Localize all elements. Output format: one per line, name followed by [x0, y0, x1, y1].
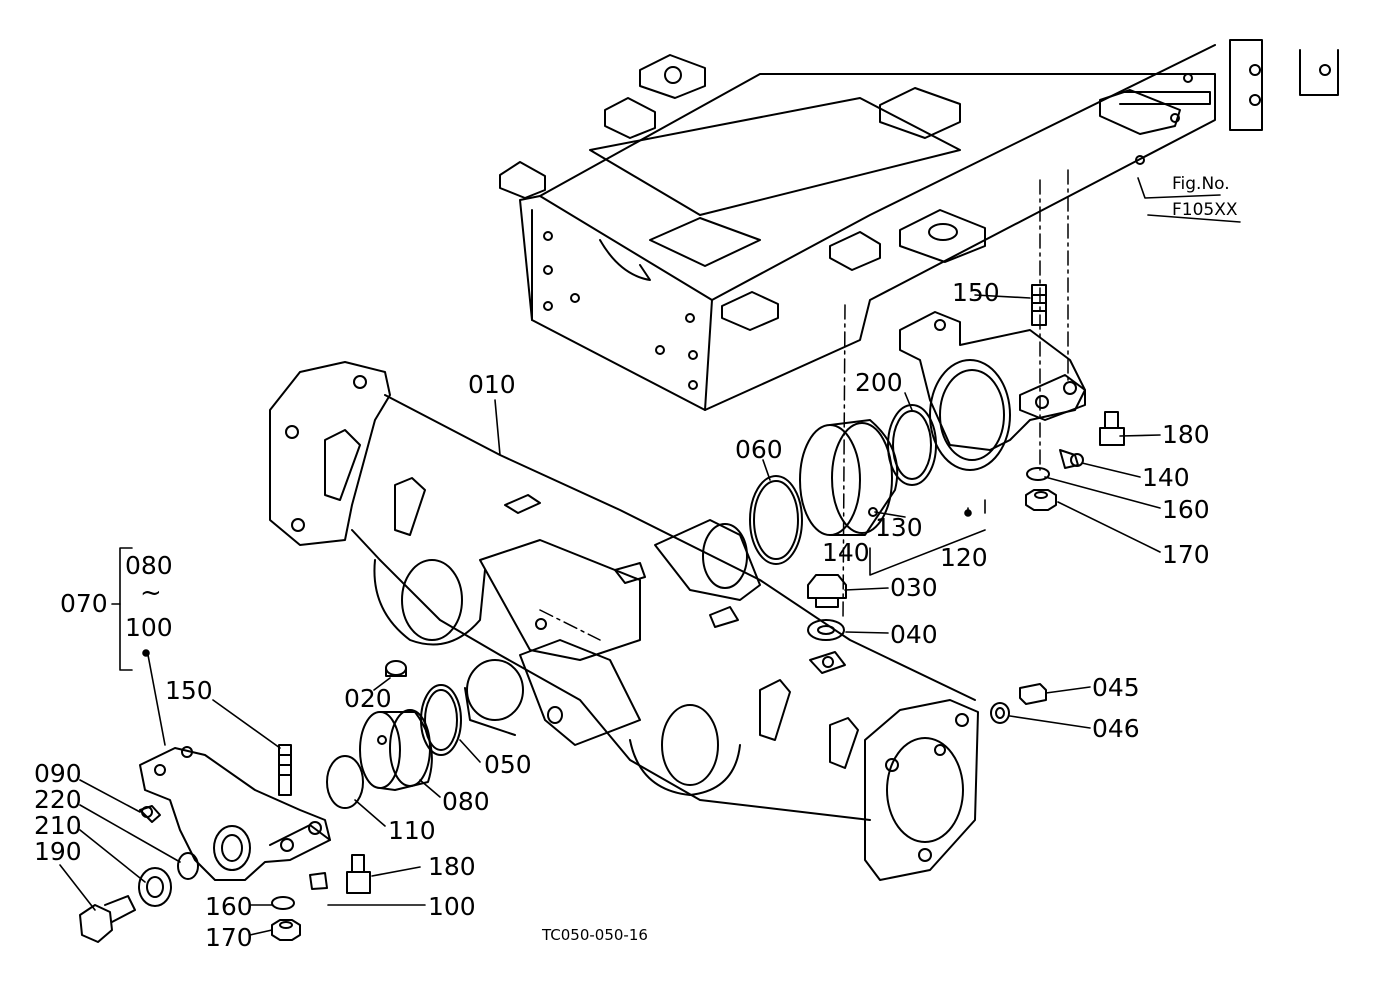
- leader-fig-ref: [1137, 177, 1221, 199]
- o-ring-050: [420, 684, 462, 756]
- group-label: 070: [60, 589, 108, 618]
- o-ring-060: [749, 475, 803, 565]
- label-170-right: 170: [1162, 540, 1210, 569]
- label-180-left: 180: [428, 852, 476, 881]
- label-220: 220: [34, 785, 82, 814]
- label-046: 046: [1092, 714, 1140, 743]
- label-120: 120: [940, 543, 988, 572]
- axle-housing: [269, 361, 979, 881]
- label-020: 020: [344, 684, 392, 713]
- label-160-right: 160: [1162, 495, 1210, 524]
- label-100: 100: [428, 892, 476, 921]
- group-from: 080: [125, 551, 173, 580]
- group-to: 100: [125, 613, 173, 642]
- right-bracket: [899, 311, 1086, 471]
- label-090: 090: [34, 759, 82, 788]
- label-200: 200: [855, 368, 903, 397]
- tractor-frame: [499, 39, 1339, 411]
- label-130: 130: [875, 513, 923, 542]
- label-110: 110: [388, 816, 436, 845]
- label-050: 050: [484, 750, 532, 779]
- seal-rings: [326, 404, 937, 809]
- label-190: 190: [34, 837, 82, 866]
- label-080: 080: [442, 787, 490, 816]
- fig-ref-line2: F105XX: [1172, 200, 1238, 220]
- label-150-left: 150: [165, 676, 213, 705]
- fig-ref-line1: Fig.No.: [1172, 174, 1230, 194]
- label-180-right: 180: [1162, 420, 1210, 449]
- label-030: 030: [890, 573, 938, 602]
- label-060: 060: [735, 435, 783, 464]
- leader-lines: [59, 177, 1241, 936]
- group-sep: ~: [140, 578, 162, 608]
- fasteners: [79, 284, 1125, 943]
- label-160-left: 160: [205, 892, 253, 921]
- label-140-right: 140: [1142, 463, 1190, 492]
- label-150-right: 150: [952, 278, 1000, 307]
- leader-fig-ref-underline: [1147, 214, 1241, 223]
- label-140-center: 140: [822, 538, 870, 567]
- label-170-left: 170: [205, 923, 253, 952]
- label-040: 040: [890, 620, 938, 649]
- drawing-code: TC050-050-16: [542, 926, 648, 944]
- label-010: 010: [468, 370, 516, 399]
- label-210: 210: [34, 811, 82, 840]
- left-bracket: [139, 746, 331, 881]
- label-045: 045: [1092, 673, 1140, 702]
